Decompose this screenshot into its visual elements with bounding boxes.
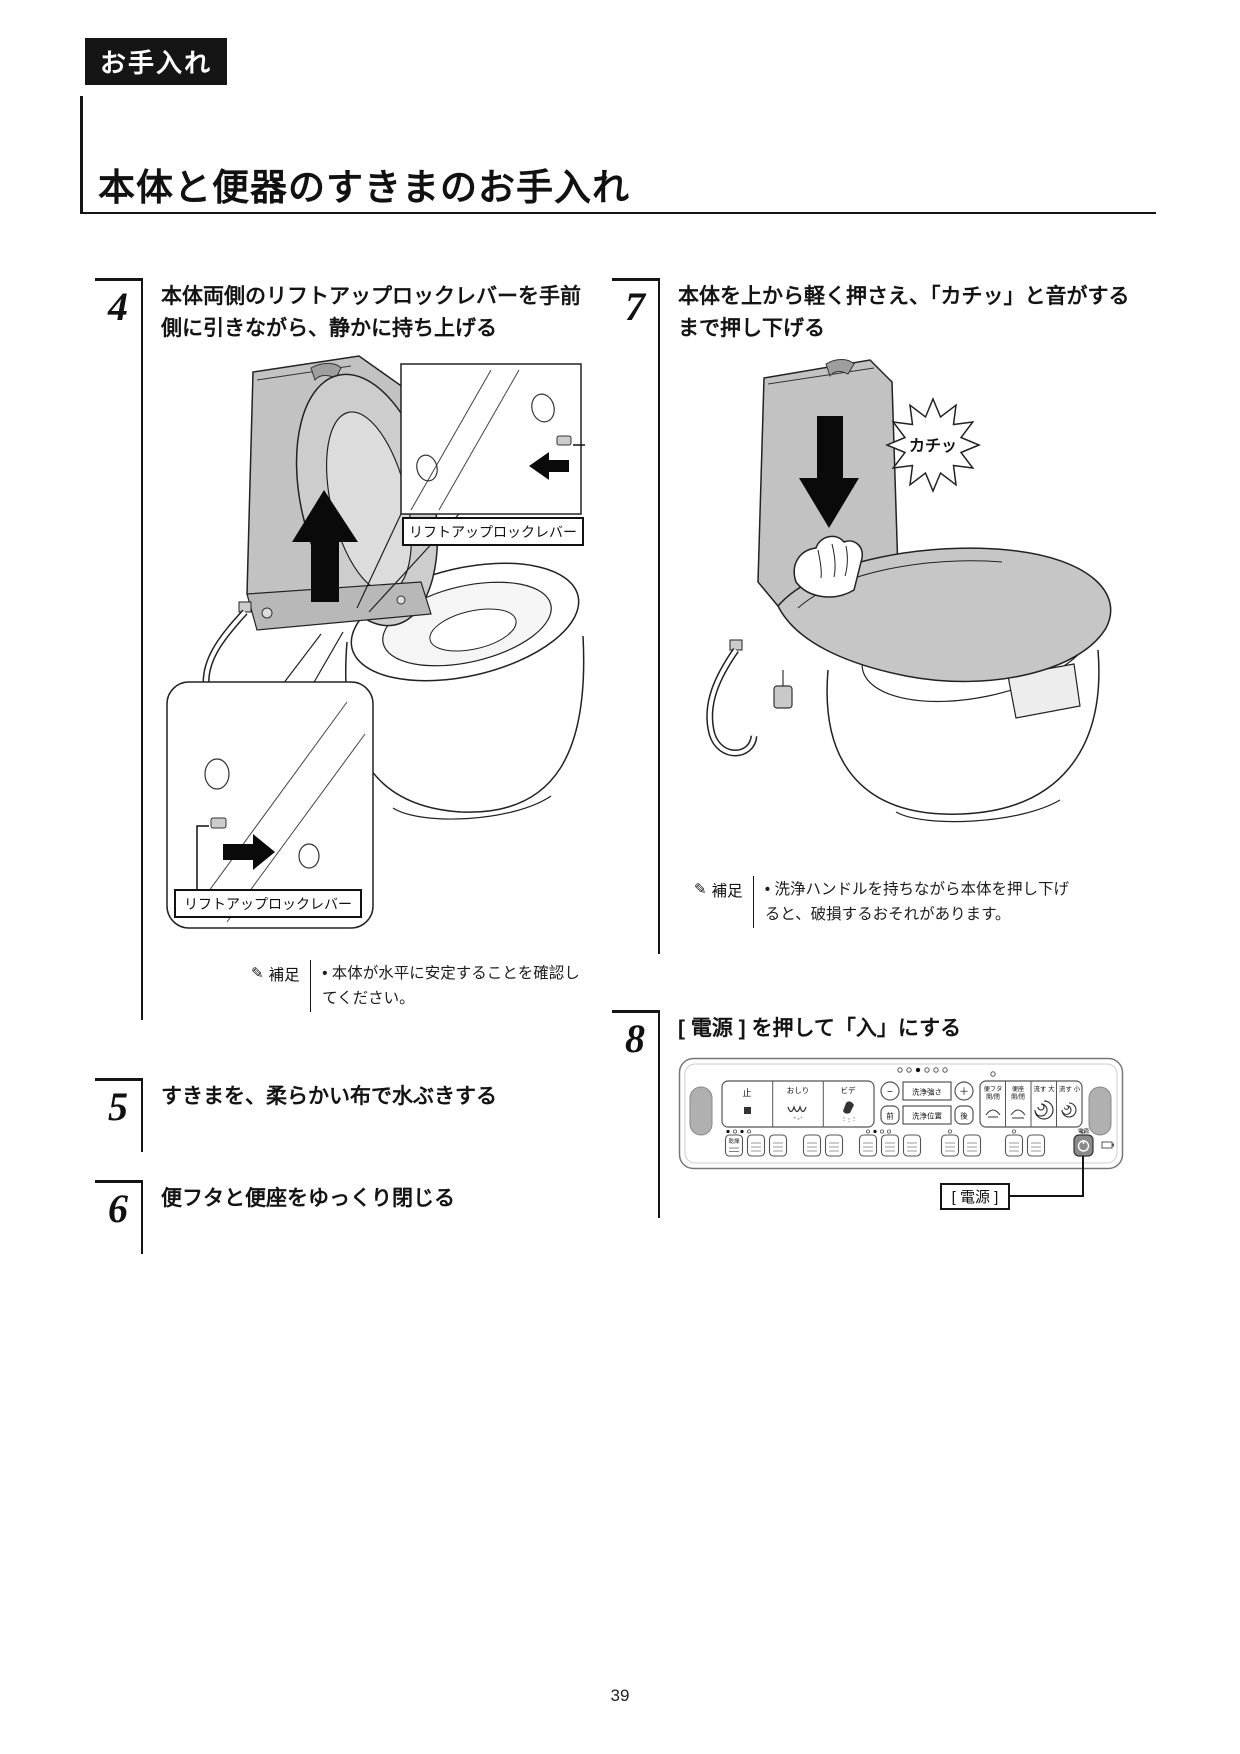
step-4: 4 本体両側のリフトアップロックレバーを手前側に引きながら、静かに持ち上げる — [95, 278, 587, 1020]
title-rule — [80, 212, 1156, 214]
step-4-heading: 本体両側のリフトアップロックレバーを手前側に引きながら、静かに持ち上げる — [161, 285, 581, 340]
pencil-icon: ✎ — [251, 965, 264, 982]
lift-up-arrow-icon — [292, 490, 358, 602]
oshiri-spray-icon — [787, 1104, 807, 1112]
bide-icon — [843, 1100, 854, 1114]
pull-lever-arrow-icon — [529, 452, 569, 480]
flush-small-spiral-icon — [1061, 1101, 1077, 1118]
remote-dry-label: 乾燥 — [728, 1137, 740, 1145]
click-sound-text: カチッ — [909, 437, 957, 455]
note-head: ✎ 補足 — [694, 876, 743, 928]
lifted-washlet-illustration: リフトアップロックレバー — [166, 355, 585, 929]
remote-btn-oshiri-label: おしり — [787, 1086, 810, 1095]
step-4-body: 本体両側のリフトアップロックレバーを手前側に引きながら、静かに持ち上げる — [141, 278, 587, 1020]
remote-side-button-right — [1088, 1086, 1112, 1135]
callout-box-top — [402, 517, 584, 546]
page-number: 39 — [610, 1686, 630, 1705]
note-text: • 本体が水平に安定することを確認してください。 — [322, 965, 580, 1007]
step-5: 5 すきまを、柔らかい布で水ぶきする — [95, 1078, 587, 1152]
remote-seat-openclose-label: 開/閉 — [1011, 1094, 1025, 1101]
power-callout-label: [ 電源 ] — [940, 1182, 1010, 1210]
seat-icon — [1010, 1109, 1026, 1118]
remote-control-drawing: 止 おしり ビデ — [678, 1057, 1124, 1169]
note-label: 補足 — [268, 967, 300, 984]
dry-wave-icon — [729, 1147, 739, 1152]
strength-indicator-dots — [897, 1066, 948, 1073]
remote-seat-label: 便座 — [1012, 1085, 1024, 1093]
flush-big-spiral-icon — [1034, 1099, 1054, 1120]
remote-strength-label: 洗浄強さ — [912, 1086, 942, 1096]
step-7-body: 本体を上から軽く押さえ、「カチッ」と音がするまで押し下げる — [658, 278, 1130, 954]
remote-side-button-left — [689, 1086, 713, 1135]
step-5-heading: すきまを、柔らかい布で水ぶきする — [161, 1085, 497, 1108]
remote-btn-stop-label: 止 — [742, 1087, 751, 1098]
closed-lid-drawing — [777, 547, 1112, 683]
supplement-note-step7: ✎ 補足 • 洗浄ハンドルを持ちながら本体を押し下げると、破損するおそれがありま… — [694, 876, 1072, 928]
remote-btn-bide-label: ビデ — [841, 1085, 856, 1095]
step-7-number: 7 — [612, 278, 658, 332]
remote-btn-back-label: 後 — [960, 1110, 968, 1120]
lock-lever-drawing-2 — [210, 817, 227, 829]
lift-up-lock-lever-label-top: リフトアップロックレバー — [409, 524, 577, 540]
note-divider — [309, 960, 312, 1012]
flush-handle-drawing — [773, 685, 793, 709]
remote-btn-minus-label: − — [887, 1087, 893, 1098]
supplement-note-step4: ✎ 補足 • 本体が水平に安定することを確認してください。 — [251, 960, 581, 1012]
step-8-heading: [ 電源 ] を押して「入」にする — [678, 1017, 962, 1040]
hand-drawing — [793, 535, 863, 598]
push-down-illustration: カチッ — [706, 359, 1112, 823]
remote-lid-label: 便フタ — [984, 1085, 1003, 1093]
note-head: ✎ 補足 — [251, 960, 300, 1012]
hose-drawing-2 — [706, 639, 758, 757]
remote-btn-front-label: 前 — [886, 1110, 894, 1120]
remote-flush-small-label: 流す 小 — [1059, 1084, 1081, 1093]
step-6-heading: 便フタと便座をゆっくり閉じる — [161, 1187, 455, 1210]
pull-lever-arrow-icon-2 — [223, 834, 275, 870]
remote-wash-group: 止 おしり ビデ — [721, 1079, 875, 1128]
remote-lid-openclose-label: 開/閉 — [986, 1094, 1000, 1101]
remote-lid-flush-group: 便フタ 開/閉 便座 開/閉 流す 大 流す 小 — [979, 1070, 1083, 1128]
lift-up-lock-lever-label-bottom: リフトアップロックレバー — [184, 896, 352, 912]
step-5-number: 5 — [95, 1078, 141, 1132]
power-button — [1073, 1133, 1094, 1157]
step-8-body: [ 電源 ] を押して「入」にする 止 おしり — [658, 1010, 1128, 1218]
step-7: 7 本体を上から軽く押さえ、「カチッ」と音がするまで押し下げる — [612, 278, 1130, 954]
inset-detail-bottom: リフトアップロックレバー — [166, 631, 374, 929]
remote-flush-big-label: 流す 大 — [1033, 1084, 1055, 1093]
note-text: • 洗浄ハンドルを持ちながら本体を押し下げると、破損するおそれがあります。 — [764, 881, 1069, 923]
power-callout-line-horizontal — [1008, 1194, 1084, 1197]
step-6-number: 6 — [95, 1180, 141, 1234]
step-8: 8 [ 電源 ] を押して「入」にする 止 おしり — [612, 1010, 1128, 1218]
callout-box-bottom — [174, 889, 362, 918]
step-6: 6 便フタと便座をゆっくり閉じる — [95, 1180, 587, 1254]
page-title-block: 本体と便器のすきまのお手入れ — [80, 96, 630, 212]
remote-btn-plus-label: ＋ — [959, 1087, 969, 1098]
inset-detail-top: リフトアップロックレバー — [356, 363, 585, 613]
step-4-illustration: リフトアップロックレバー — [161, 350, 587, 956]
remote-power-label: 電源 — [1078, 1127, 1090, 1135]
step-6-body: 便フタと便座をゆっくり閉じる — [141, 1180, 587, 1254]
remote-small-buttons: 乾燥 — [724, 1127, 1114, 1157]
stop-square-icon — [744, 1106, 751, 1114]
note-label: 補足 — [711, 883, 743, 900]
lid-icon — [985, 1109, 1001, 1117]
click-sound-burst: カチッ — [885, 397, 981, 493]
remote-position-label: 洗浄位置 — [912, 1110, 942, 1120]
section-badge: お手入れ — [85, 38, 227, 85]
pencil-icon: ✎ — [694, 881, 707, 898]
step-4-number: 4 — [95, 278, 141, 332]
remote-adjust-group: − 洗浄強さ ＋ 前 洗浄位置 後 — [880, 1066, 974, 1125]
note-divider — [752, 876, 754, 928]
step-8-number: 8 — [612, 1010, 658, 1064]
step-5-body: すきまを、柔らかい布で水ぶきする — [141, 1078, 587, 1152]
push-down-arrow-icon — [799, 416, 859, 528]
step-7-illustration: カチッ — [678, 350, 1130, 850]
page-title: 本体と便器のすきまのお手入れ — [98, 167, 630, 209]
lock-lever-drawing — [556, 435, 572, 446]
power-callout-line-vertical — [1082, 1155, 1084, 1197]
remote-control-illustration: 止 おしり ビデ — [678, 1057, 1125, 1219]
step-7-heading: 本体を上から軽く押さえ、「カチッ」と音がするまで押し下げる — [678, 285, 1130, 340]
